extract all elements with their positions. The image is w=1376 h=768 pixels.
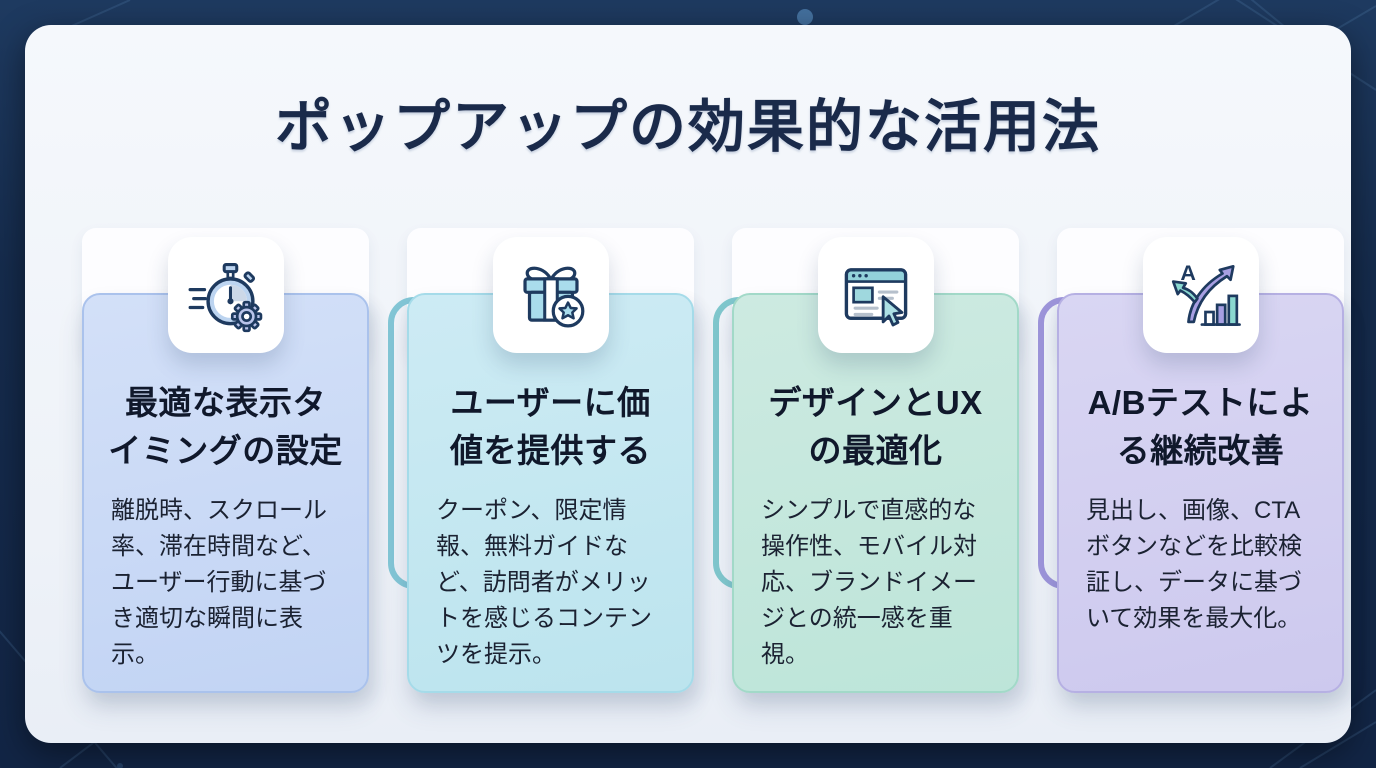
ab-test-growth-icon: A	[1142, 237, 1259, 353]
svg-text:A: A	[1180, 261, 1196, 285]
card-title: デザインとUX の最適化	[768, 384, 983, 469]
card-ab-test: A/Bテストによ る継続改善 見出し、画像、CTAボタンなどを比較検証し、データ…	[1038, 228, 1344, 698]
card-description: 見出し、画像、CTAボタンなどを比較検証し、データに基づいて効果を最大化。	[1086, 497, 1302, 633]
gift-star-icon	[492, 237, 609, 353]
card-body-panel: ユーザーに価 値を提供する クーポン、限定情報、無料ガイドなど、訪問者がメリット…	[407, 293, 694, 693]
card-description: クーポン、限定情報、無料ガイドなど、訪問者がメリットを感じるコンテンツを提示。	[436, 497, 652, 669]
card-description: シンプルで直感的な操作性、モバイル対応、ブランドイメージとの統一感を重視。	[761, 497, 977, 669]
slide-panel: ポップアップの効果的な活用法 最適な表示タ イミングの設定 離脱時、スクロール率…	[25, 25, 1351, 743]
card-value: ユーザーに価 値を提供する クーポン、限定情報、無料ガイドなど、訪問者がメリット…	[388, 228, 694, 698]
browser-cursor-icon	[817, 237, 934, 353]
card-body-panel: デザインとUX の最適化 シンプルで直感的な操作性、モバイル対応、ブランドイメー…	[732, 293, 1019, 693]
card-description: 離脱時、スクロール率、滞在時間など、ユーザー行動に基づき適切な瞬間に表示。	[111, 497, 327, 669]
card-title: ユーザーに価 値を提供する	[450, 384, 651, 469]
page-title: ポップアップの効果的な活用法	[275, 95, 1101, 159]
stopwatch-gear-icon	[167, 237, 284, 353]
card-timing: 最適な表示タ イミングの設定 離脱時、スクロール率、滞在時間など、ユーザー行動に…	[82, 228, 369, 698]
card-body-panel: A/Bテストによ る継続改善 見出し、画像、CTAボタンなどを比較検証し、データ…	[1057, 293, 1344, 693]
cards-row: 最適な表示タ イミングの設定 離脱時、スクロール率、滞在時間など、ユーザー行動に…	[82, 228, 1344, 698]
card-title: 最適な表示タ イミングの設定	[108, 384, 343, 469]
card-title: A/Bテストによ る継続改善	[1087, 384, 1314, 469]
card-design-ux: デザインとUX の最適化 シンプルで直感的な操作性、モバイル対応、ブランドイメー…	[713, 228, 1019, 698]
card-body-panel: 最適な表示タ イミングの設定 離脱時、スクロール率、滞在時間など、ユーザー行動に…	[82, 293, 369, 693]
